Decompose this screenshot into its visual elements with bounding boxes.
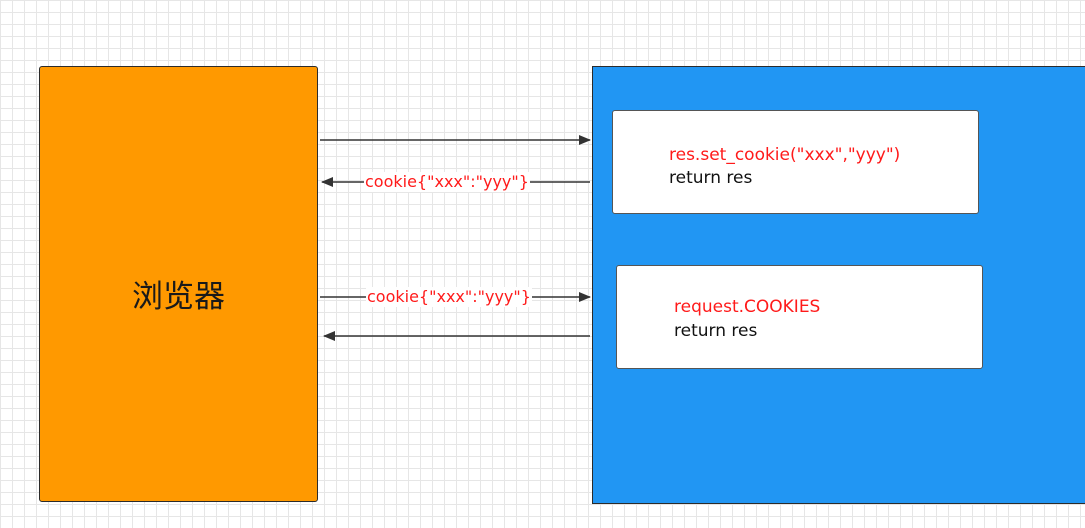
return-res-line-1: return res bbox=[669, 168, 753, 188]
send-cookie-arrow-label: cookie{"xxx":"yyy"} bbox=[366, 287, 532, 307]
browser-label: 浏览器 bbox=[132, 279, 225, 315]
request-cookies-code-line: request.COOKIES bbox=[674, 297, 821, 317]
set-cookie-code-box: res.set_cookie("xxx","yyy") return res bbox=[612, 110, 979, 214]
browser-box: 浏览器 bbox=[39, 66, 318, 502]
return-res-line-2: return res bbox=[674, 321, 758, 341]
set-cookie-code-line: res.set_cookie("xxx","yyy") bbox=[669, 145, 901, 165]
set-cookie-arrow-label: cookie{"xxx":"yyy"} bbox=[364, 172, 530, 192]
request-cookies-code-box: request.COOKIES return res bbox=[616, 265, 983, 369]
